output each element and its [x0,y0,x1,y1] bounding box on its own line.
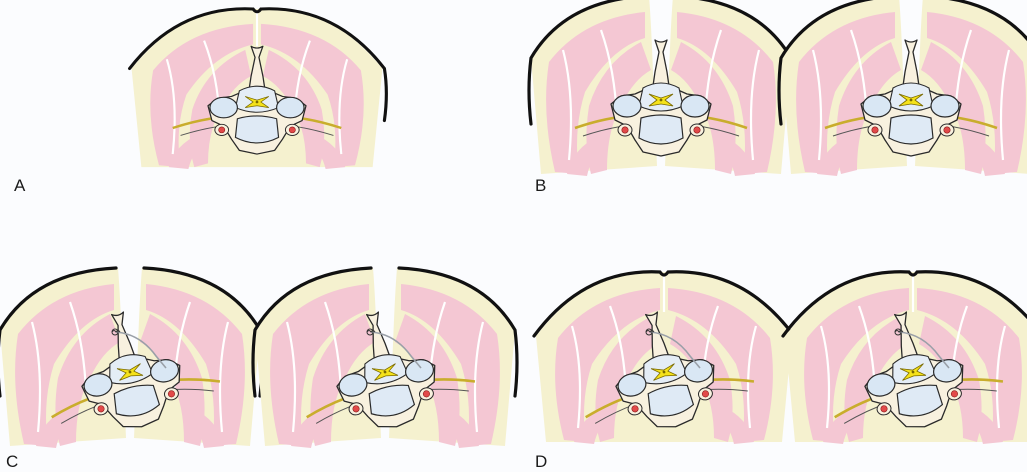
section-b-right-split [779,0,1027,176]
panel-a [130,8,387,169]
panel-b [529,0,1027,176]
section-d-right-reattached [783,271,1027,445]
panel-c [0,268,517,448]
section-b-left-split [529,0,793,176]
panel-label-c: C [6,453,18,470]
section-c-left-suture [0,268,262,448]
section-c-right-suture [253,268,517,448]
panel-label-d: D [535,453,547,470]
section-d-left-reattached [534,271,796,445]
panel-label-a: A [14,177,25,194]
section-a-intact [130,8,387,169]
panel-label-b: B [535,177,546,194]
panel-d [534,271,1027,445]
